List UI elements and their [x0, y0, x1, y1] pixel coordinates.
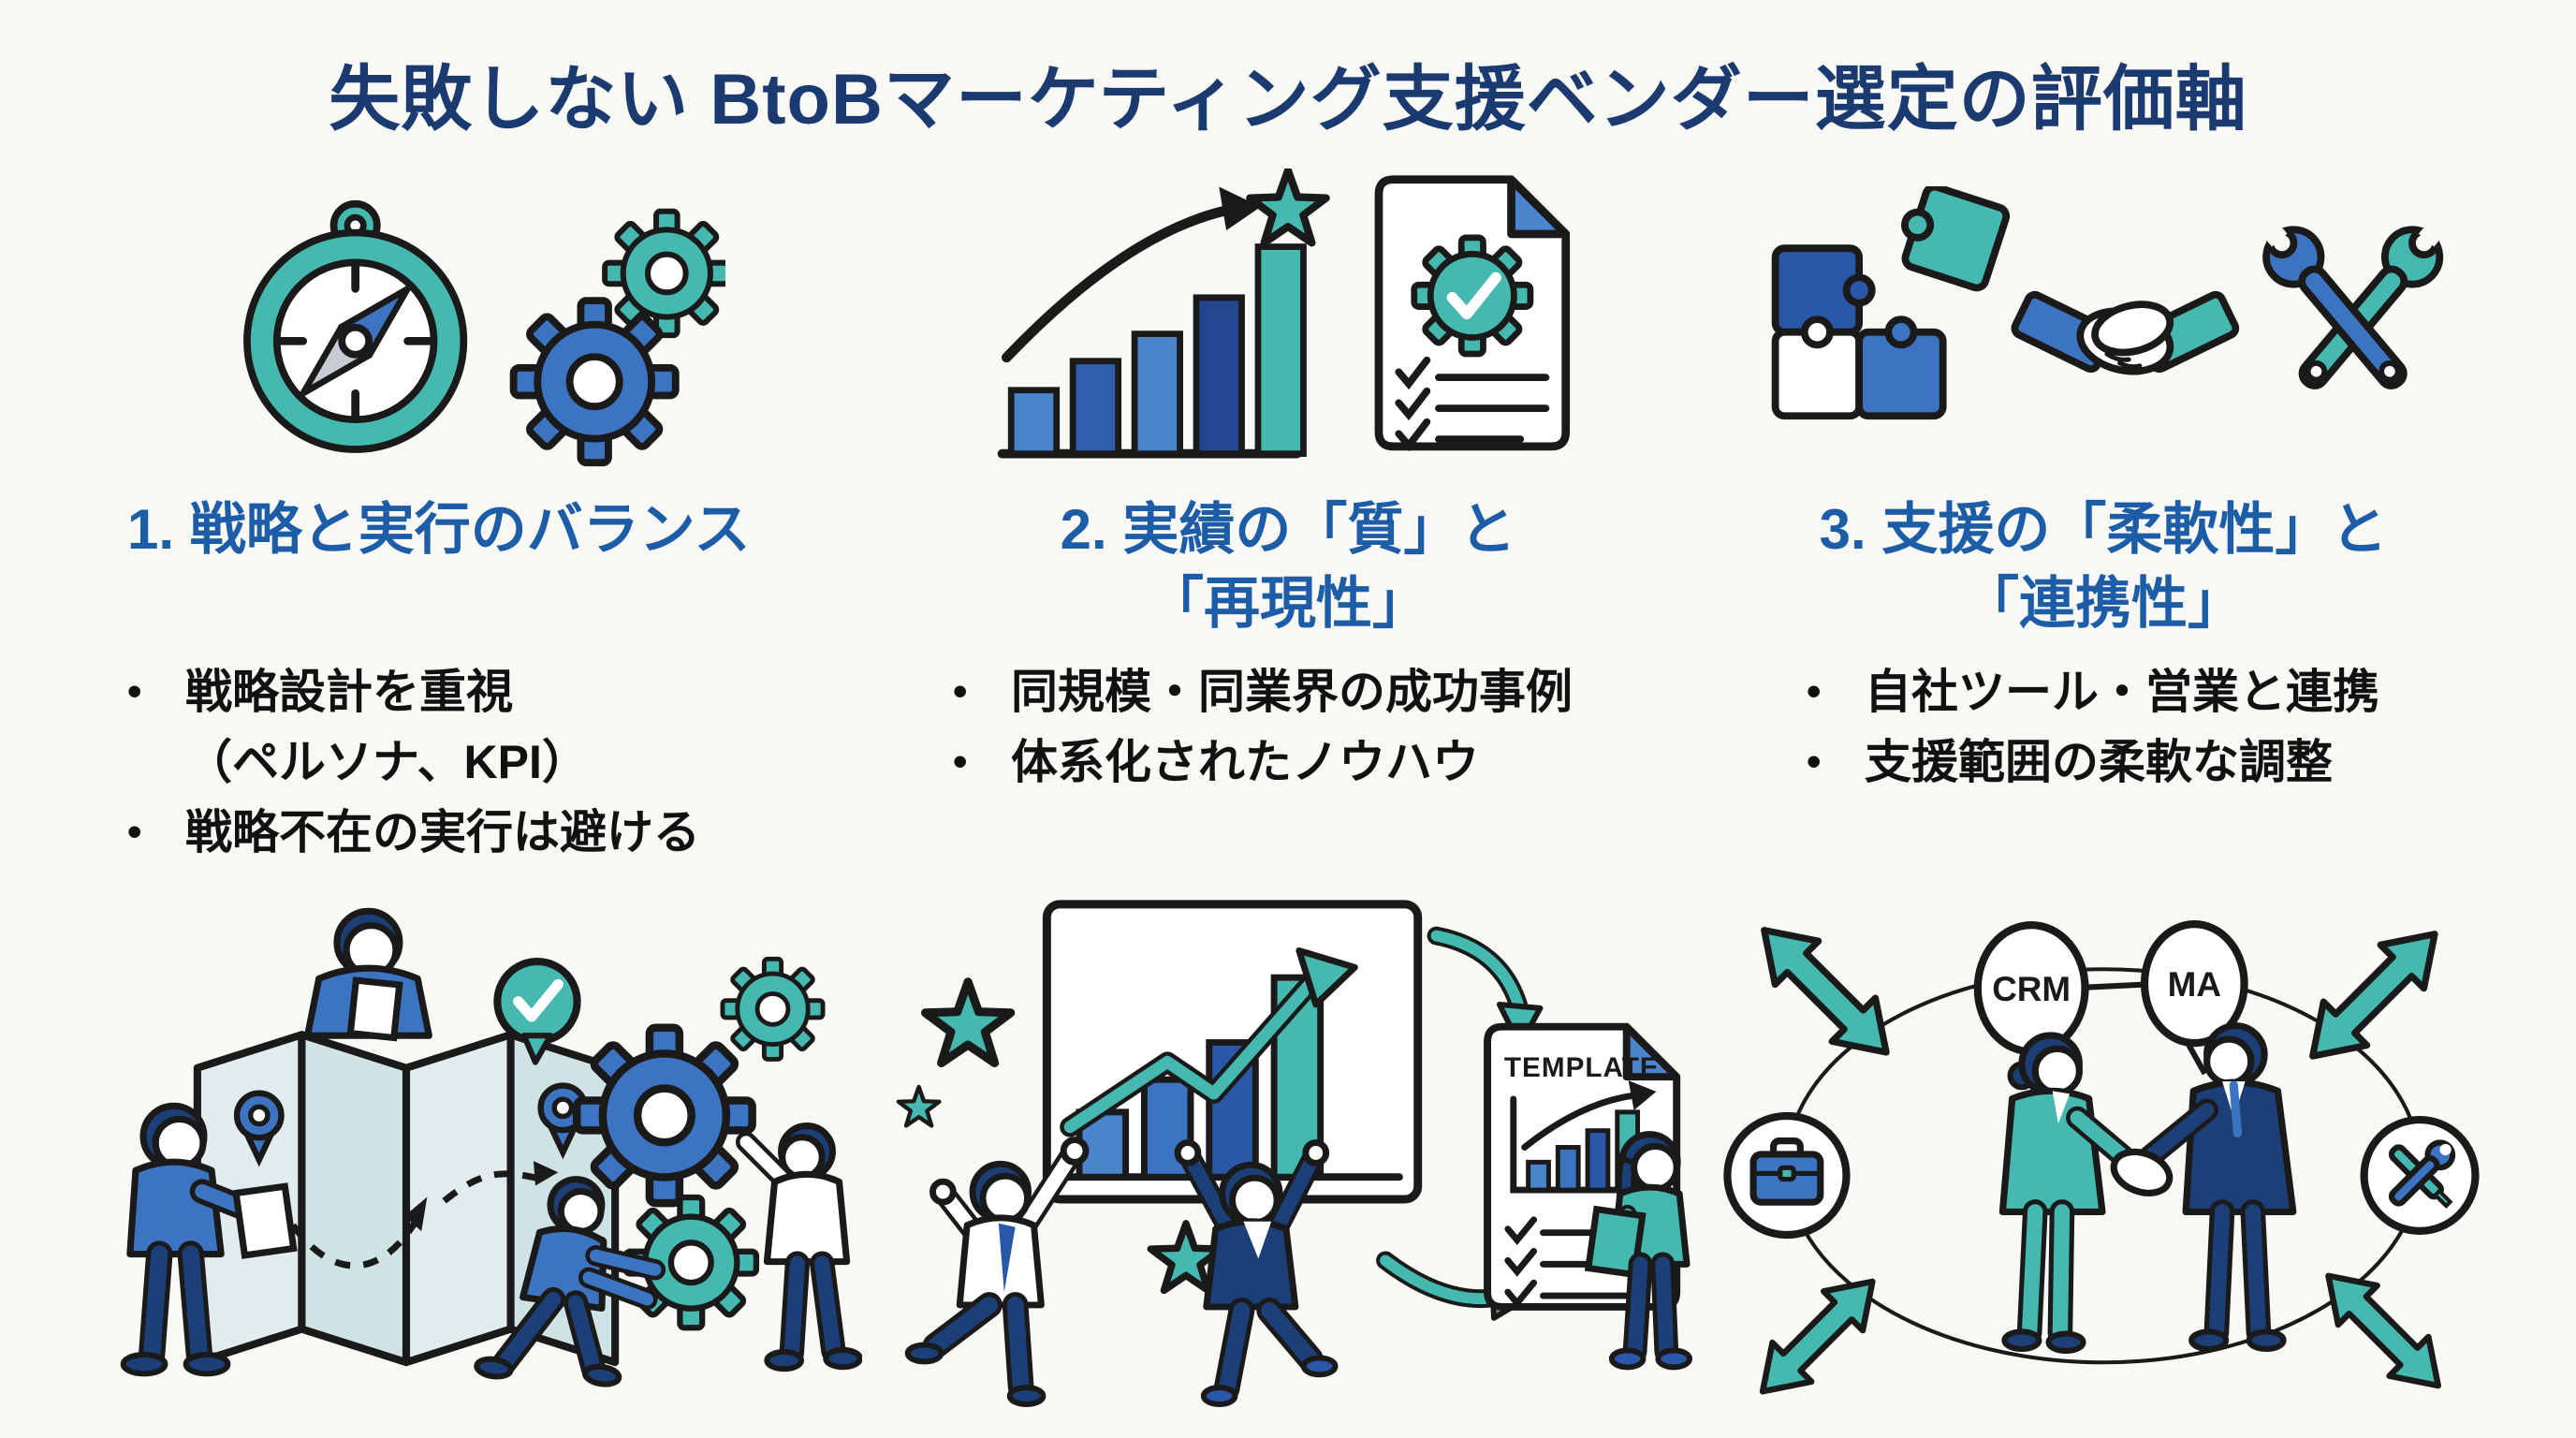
tools-node	[2360, 1115, 2480, 1235]
bullet-text: 体系化されたノウハウ	[1011, 736, 1479, 788]
column-1-bullets: • 戦略設計を重視 （ペルソナ、KPI） • 戦略不在の実行は避ける	[66, 657, 700, 882]
bullet-item: • 体系化されたノウハウ	[953, 727, 1573, 798]
page-title: 失敗しない BtoBマーケティング支援ベンダー選定の評価軸	[329, 60, 2247, 139]
gear-check-badge-icon	[1411, 234, 1534, 358]
growth-chart-star-icon	[997, 170, 1326, 459]
gear-icon	[577, 1028, 752, 1203]
certified-document-icon	[1374, 175, 1571, 452]
gears-icon	[514, 212, 725, 462]
bullet-item: • 支援範囲の柔軟な調整	[1807, 727, 2379, 798]
column-3-bullets: • 自社ツール・営業と連携 • 支援範囲の柔軟な調整	[1696, 657, 2379, 882]
briefcase-node	[1723, 1111, 1851, 1240]
crm-label: CRM	[1992, 970, 2071, 1008]
strategy-icon-group	[220, 169, 725, 477]
person-adjusting-gear	[735, 1123, 863, 1372]
tools-icon	[2388, 1139, 2456, 1209]
crm-node: CRM	[1973, 921, 2089, 1056]
track-record-illustration: TEMPLATE	[880, 888, 1696, 1412]
person-reading-plan	[120, 1102, 298, 1377]
double-arrow-icon	[2291, 913, 2457, 1078]
bullet-marker: •	[127, 809, 142, 855]
bullet-text: 支援範囲の柔軟な調整	[1865, 736, 2333, 788]
partnership-network-illustration: CRM MA	[1723, 888, 2480, 1425]
heading-line: 3. 支援の「柔軟性」と	[1819, 498, 2388, 561]
heading-line: 1. 戦略と実行のバランス	[127, 498, 751, 561]
bullet-text: 戦略不在の実行は避ける	[185, 806, 700, 858]
puzzle-icon	[1771, 186, 2011, 420]
businessman-figure	[2131, 1022, 2297, 1352]
businesswoman-figure	[1998, 1032, 2151, 1355]
growth-chart-and-document-icon	[997, 169, 1571, 459]
bullet-text: （ペルソナ、KPI）	[185, 736, 589, 788]
heading-line: 2. 実績の「質」と	[1060, 498, 1516, 561]
bullet-item: • 戦略不在の実行は避ける	[127, 798, 700, 868]
track-record-icon-group	[988, 169, 1588, 477]
briefcase-icon	[1749, 1137, 1824, 1206]
strategy-illustration	[83, 888, 863, 1424]
ma-node: MA	[2140, 920, 2248, 1048]
bullet-item: • 自社ツール・営業と連携	[1807, 657, 2379, 727]
puzzle-handshake-wrenches-icon	[1771, 186, 2450, 420]
double-arrow-icon	[1743, 1262, 1892, 1411]
column-1-heading: 1. 戦略と実行のバランス	[66, 492, 880, 648]
column-2-bullets: • 同規模・同業界の成功事例 • 体系化されたノウハウ	[880, 657, 1573, 882]
heading-line: 「再現性」	[1148, 572, 1428, 636]
checklist-lines	[1395, 356, 1550, 452]
double-arrow-icon	[2309, 1256, 2458, 1405]
column-2-heading: 2. 実績の「質」と 「再現性」	[880, 492, 1696, 648]
bullet-text: 同規模・同業界の成功事例	[1011, 666, 1573, 718]
team-planning-map-illustration	[120, 907, 863, 1387]
heading-line: 「連携性」	[1963, 572, 2244, 636]
bullet-marker: •	[1807, 668, 1822, 714]
person-with-document	[303, 907, 432, 1042]
jumping-woman	[1174, 1139, 1339, 1407]
team-celebrating-growth-illustration: TEMPLATE	[880, 900, 1693, 1407]
bullet-marker: •	[1807, 739, 1822, 785]
bullet-marker: •	[127, 668, 142, 714]
gear-icon	[723, 959, 823, 1059]
partnership-illustration: CRM MA	[1710, 888, 2496, 1430]
star-icon	[899, 1087, 940, 1125]
bullet-marker: •	[953, 668, 968, 714]
template-label: TEMPLATE	[1504, 1052, 1660, 1083]
woman-with-clipboard	[1584, 1131, 1693, 1371]
column-flexibility: 3. 支援の「柔軟性」と 「連携性」 • 自社ツール・営業と連携 • 支援範囲の…	[1696, 169, 2510, 1430]
handshake-icon	[2011, 290, 2240, 375]
bullet-text: 自社ツール・営業と連携	[1865, 666, 2379, 718]
column-3-heading: 3. 支援の「柔軟性」と 「連携性」	[1696, 492, 2510, 648]
bullet-item: • 戦略設計を重視 （ペルソナ、KPI）	[127, 657, 700, 798]
person-pushing-gear	[474, 1176, 666, 1387]
growth-chart-panel	[1042, 900, 1423, 1204]
bullet-marker: •	[953, 739, 968, 785]
bullet-item: • 同規模・同業界の成功事例	[953, 657, 1573, 727]
celebrating-man	[904, 1137, 1090, 1407]
crossed-wrenches-icon	[2256, 215, 2450, 389]
ma-label: MA	[2168, 965, 2221, 1004]
compass-and-gears-icon	[243, 199, 725, 477]
column-strategy-balance: 1. 戦略と実行のバランス • 戦略設計を重視 （ペルソナ、KPI） • 戦略不…	[66, 169, 880, 1430]
double-arrow-icon	[1743, 908, 1909, 1074]
columns-container: 1. 戦略と実行のバランス • 戦略設計を重視 （ペルソナ、KPI） • 戦略不…	[0, 144, 2576, 1430]
flexibility-icon-group	[1757, 169, 2450, 477]
bullet-text: 戦略設計を重視	[185, 666, 513, 718]
column-track-record: 2. 実績の「質」と 「再現性」 • 同規模・同業界の成功事例 • 体系化された…	[880, 169, 1696, 1430]
star-icon	[926, 982, 1011, 1064]
check-bubble-icon	[493, 958, 581, 1065]
compass-icon	[243, 199, 468, 453]
clasped-hands	[2110, 1148, 2174, 1196]
